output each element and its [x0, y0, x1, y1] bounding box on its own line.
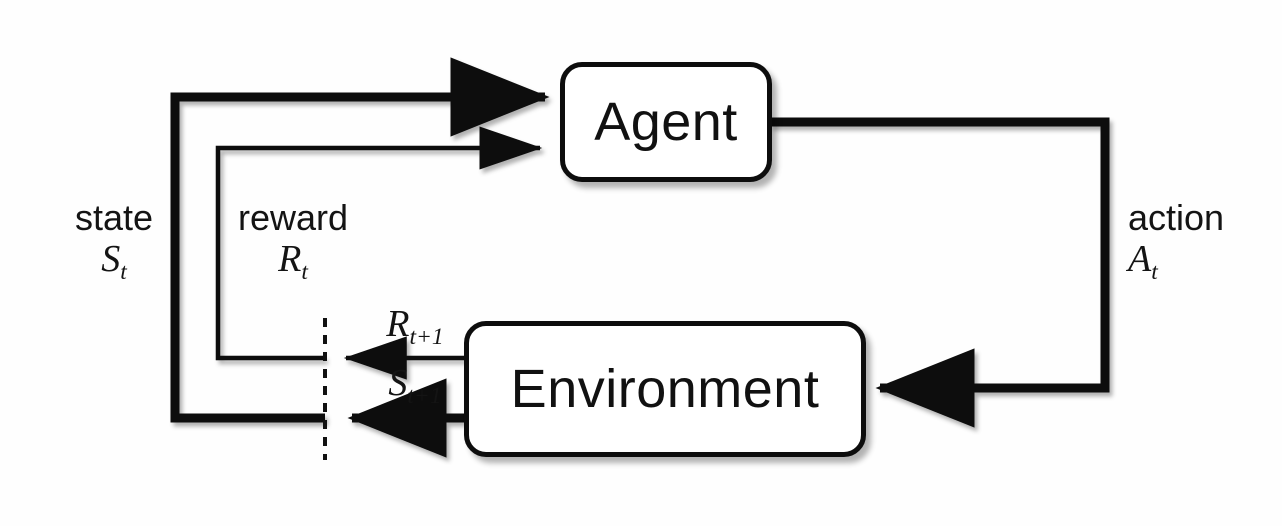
action-symbol-subscript: t: [1151, 258, 1158, 285]
action-edge-symbol: At: [1128, 236, 1258, 285]
state-edge-label: state St: [62, 197, 166, 285]
action-symbol-base: A: [1128, 238, 1152, 280]
reward-edge-word: reward: [237, 197, 349, 238]
state-edge-symbol: St: [62, 236, 166, 285]
state-edge-path: [170, 57, 550, 423]
agent-node[interactable]: Agent: [560, 62, 772, 182]
agent-node-label: Agent: [594, 92, 738, 152]
state-edge-word: state: [74, 197, 154, 238]
reward-next-symbol-base: R: [386, 303, 410, 345]
reward-symbol-base: R: [278, 238, 302, 280]
state-symbol-base: S: [101, 238, 121, 280]
state-symbol-subscript: t: [120, 258, 127, 285]
action-edge-label: action At: [1128, 197, 1258, 285]
action-edge-path: [770, 117, 1110, 428]
environment-node-label: Environment: [510, 359, 820, 419]
state-next-edge-label: St+1: [360, 362, 470, 407]
reward-symbol-subscript: t: [301, 258, 308, 285]
environment-node[interactable]: Environment: [464, 321, 866, 457]
action-edge-word: action: [1128, 197, 1225, 238]
state-next-symbol-base: S: [388, 362, 408, 404]
reward-edge-path: [215, 126, 543, 361]
reward-next-edge-label: Rt+1: [360, 303, 470, 348]
reward-next-symbol-subscript: t+1: [409, 323, 444, 350]
state-next-symbol-subscript: t+1: [407, 382, 442, 409]
reward-edge-label: reward Rt: [228, 197, 358, 285]
reward-edge-symbol: Rt: [228, 236, 358, 285]
